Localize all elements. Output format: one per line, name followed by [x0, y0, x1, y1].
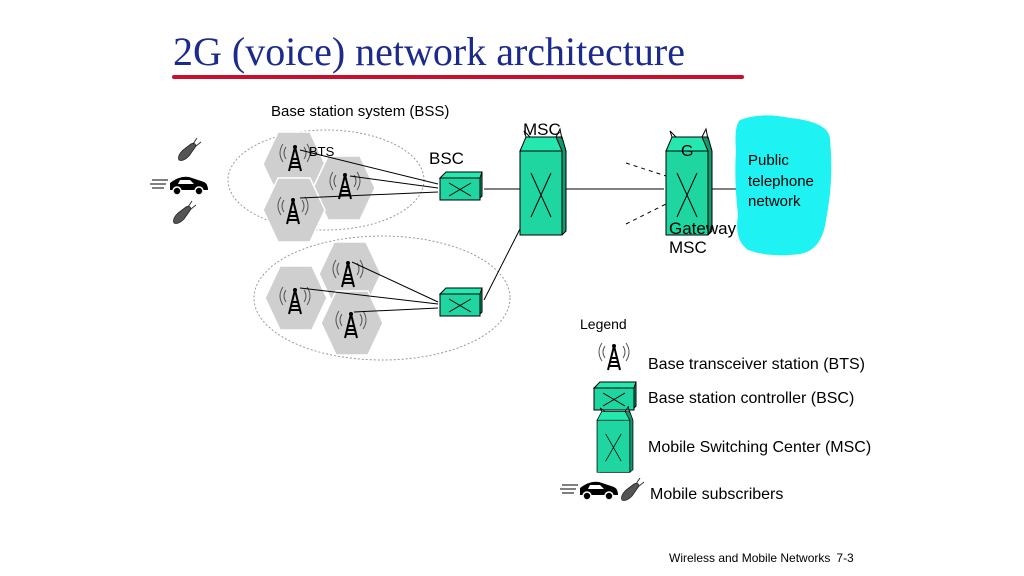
msc-label: MSC	[523, 120, 561, 139]
phone-icon	[178, 137, 202, 161]
footer: Wireless and Mobile Networks 7-3	[669, 551, 860, 565]
msc-node	[519, 128, 567, 236]
gateway-letter: G	[681, 143, 693, 160]
footer-course: Wireless and Mobile Networks	[669, 551, 831, 565]
bss-label: Base station system (BSS)	[271, 103, 449, 120]
legend-bsc-icon	[593, 381, 637, 411]
bss-1-boundary	[227, 129, 425, 231]
phone-icon	[173, 200, 197, 224]
legend: Legend Base transceiver station (BTS) Ba…	[559, 316, 871, 503]
footer-page-number: 7-3	[836, 551, 854, 565]
pstn-label-line1: Public	[748, 152, 789, 169]
bss-2-boundary	[253, 235, 511, 361]
legend-subscribers-label: Mobile subscribers	[650, 486, 783, 503]
bsc-2-node	[439, 287, 483, 317]
pstn-cloud	[735, 115, 832, 256]
legend-bts-label: Base transceiver station (BTS)	[648, 356, 865, 373]
pstn-label-line3: network	[748, 193, 801, 210]
dashed-links	[625, 162, 667, 225]
gateway-label-line1: Gateway	[669, 219, 737, 238]
bsc-label: BSC	[429, 149, 464, 168]
gateway-label-line2: MSC	[669, 238, 707, 257]
legend-phone-icon	[621, 477, 645, 501]
bsc-1-node	[439, 171, 483, 201]
legend-bts-icon	[598, 342, 630, 371]
legend-msc-label: Mobile Switching Center (MSC)	[648, 439, 871, 456]
title-underline	[172, 75, 744, 79]
car-icon	[149, 176, 209, 196]
legend-car-icon	[559, 481, 619, 501]
bts-label: BTS	[309, 144, 335, 159]
legend-bsc-label: Base station controller (BSC)	[648, 390, 854, 407]
page-title: 2G (voice) network architecture	[173, 29, 685, 74]
legend-msc-icon	[596, 406, 634, 473]
legend-title: Legend	[580, 316, 627, 332]
network-links	[299, 149, 746, 313]
pstn-label-line2: telephone	[748, 173, 814, 190]
